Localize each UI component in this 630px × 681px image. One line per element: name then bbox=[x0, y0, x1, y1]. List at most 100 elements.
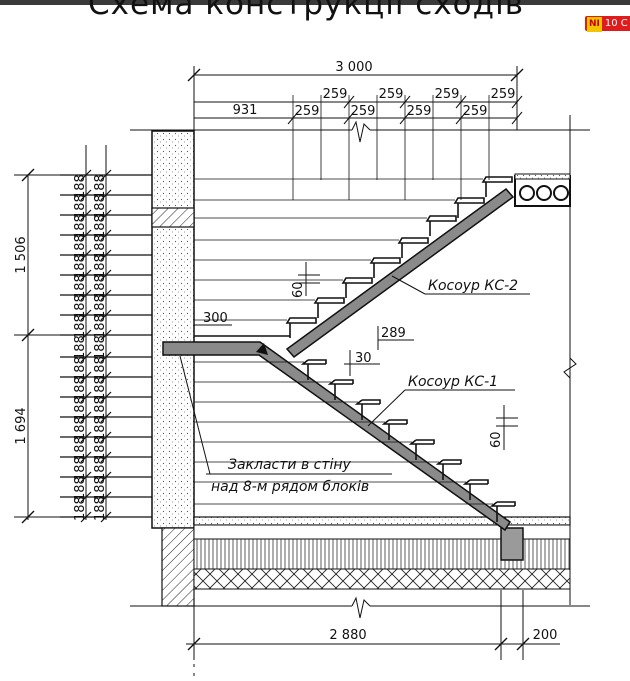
left-tick bbox=[80, 351, 112, 363]
tread-upper bbox=[341, 277, 373, 284]
dim-riser-left: 188 bbox=[93, 335, 108, 360]
stringer-ks1 bbox=[162, 341, 512, 532]
tick bbox=[399, 95, 411, 109]
floor-base bbox=[193, 568, 571, 590]
left-tick bbox=[80, 431, 112, 443]
dim-riser-left: 188 bbox=[73, 476, 88, 501]
left-tick bbox=[80, 411, 112, 423]
left-tick bbox=[80, 289, 112, 301]
left-tick bbox=[80, 249, 112, 261]
left-tick bbox=[80, 391, 112, 403]
tread-lower bbox=[462, 479, 489, 485]
floor-screed bbox=[193, 516, 571, 526]
dim-riser-left: 188 bbox=[93, 294, 108, 319]
foundation bbox=[161, 527, 195, 607]
tick bbox=[455, 111, 467, 125]
stringer-support bbox=[500, 527, 524, 561]
dim-riser-lower: 60 bbox=[489, 431, 504, 448]
tread-upper bbox=[369, 257, 401, 264]
dim-tread-depth: 289 bbox=[381, 326, 406, 341]
tread-upper bbox=[397, 237, 429, 244]
dim-riser-left: 188 bbox=[93, 436, 108, 461]
dim-step-lower: 259 bbox=[407, 104, 432, 119]
dim-riser-left: 188 bbox=[73, 194, 88, 219]
badge-text: 10 С bbox=[604, 18, 628, 29]
dim-riser-left: 188 bbox=[73, 314, 88, 339]
dim-riser-left: 188 bbox=[93, 234, 108, 259]
dim-riser-left: 188 bbox=[73, 456, 88, 481]
dim-riser-left: 188 bbox=[93, 496, 108, 521]
dim-riser-left: 188 bbox=[93, 396, 108, 421]
left-tick bbox=[80, 451, 112, 463]
tick bbox=[511, 95, 523, 109]
dim-landing: 300 bbox=[203, 311, 228, 326]
left-tick bbox=[80, 209, 112, 221]
left-tick bbox=[80, 371, 112, 383]
dim-riser-left: 188 bbox=[93, 376, 108, 401]
dim-riser-left: 188 bbox=[93, 314, 108, 339]
tick bbox=[343, 95, 355, 109]
tick bbox=[455, 95, 467, 109]
dim-riser-left: 188 bbox=[73, 214, 88, 239]
note-line-2: над 8-м рядом блоків bbox=[211, 479, 369, 495]
dim-riser-left: 188 bbox=[93, 254, 108, 279]
dim-riser-left: 188 bbox=[73, 174, 88, 199]
tread-lower bbox=[327, 379, 354, 385]
tread-upper bbox=[425, 215, 457, 222]
tick bbox=[399, 111, 411, 125]
dimension-grid bbox=[194, 95, 493, 505]
dim-riser-left: 188 bbox=[73, 335, 88, 360]
dim-upper-height: 1 506 bbox=[14, 236, 29, 273]
dim-step-upper: 259 bbox=[435, 87, 460, 102]
tread-upper bbox=[313, 297, 345, 304]
dim-riser-left: 188 bbox=[73, 496, 88, 521]
dim-riser-left: 188 bbox=[73, 436, 88, 461]
dim-lower-height: 1 694 bbox=[14, 407, 29, 444]
stair-steps bbox=[194, 176, 516, 522]
dim-riser-left: 188 bbox=[73, 274, 88, 299]
tread-upper bbox=[285, 317, 317, 324]
tread-upper bbox=[481, 176, 513, 183]
dim-riser-left: 188 bbox=[73, 294, 88, 319]
dim-step-upper: 259 bbox=[491, 87, 516, 102]
left-tick bbox=[80, 269, 112, 281]
dim-riser-left: 188 bbox=[93, 416, 108, 441]
dim-first-offset: 931 bbox=[233, 103, 258, 118]
dim-riser-left: 188 bbox=[93, 174, 108, 199]
tread-lower bbox=[408, 439, 435, 445]
tread-upper bbox=[453, 197, 485, 204]
dim-total-width: 3 000 bbox=[335, 60, 372, 75]
dim-riser-left: 188 bbox=[73, 376, 88, 401]
stringer-ks2 bbox=[285, 187, 515, 359]
dim-step-upper: 259 bbox=[323, 87, 348, 102]
dim-nosing: 30 bbox=[355, 351, 372, 366]
dim-step-lower: 259 bbox=[463, 104, 488, 119]
tick bbox=[343, 111, 355, 125]
dim-riser-left: 188 bbox=[93, 274, 108, 299]
left-tick bbox=[80, 229, 112, 241]
left-tick bbox=[80, 491, 112, 503]
note-line-1: Закласти в стіну bbox=[228, 457, 352, 473]
block-wall bbox=[151, 130, 195, 529]
tread-lower bbox=[381, 419, 408, 425]
dim-riser-upper: 60 bbox=[291, 281, 306, 298]
dim-step-upper: 259 bbox=[379, 87, 404, 102]
dim-riser-left: 188 bbox=[73, 234, 88, 259]
app-logo-icon: NI bbox=[587, 17, 602, 32]
dim-run-length: 2 880 bbox=[329, 628, 366, 643]
window-top-bar bbox=[0, 0, 630, 5]
tread-lower bbox=[354, 399, 381, 405]
left-tick bbox=[80, 511, 112, 523]
dim-riser-left: 188 bbox=[93, 356, 108, 381]
drawing-title: Схема конструкції сходів bbox=[88, 0, 524, 22]
left-tick bbox=[80, 309, 112, 321]
dim-riser-left: 188 bbox=[73, 396, 88, 421]
dim-riser-left: 188 bbox=[93, 194, 108, 219]
dim-riser-left: 188 bbox=[93, 456, 108, 481]
dim-riser-left: 188 bbox=[73, 356, 88, 381]
left-tick bbox=[80, 471, 112, 483]
dim-support-width: 200 bbox=[533, 628, 558, 643]
dim-riser-left: 188 bbox=[73, 416, 88, 441]
